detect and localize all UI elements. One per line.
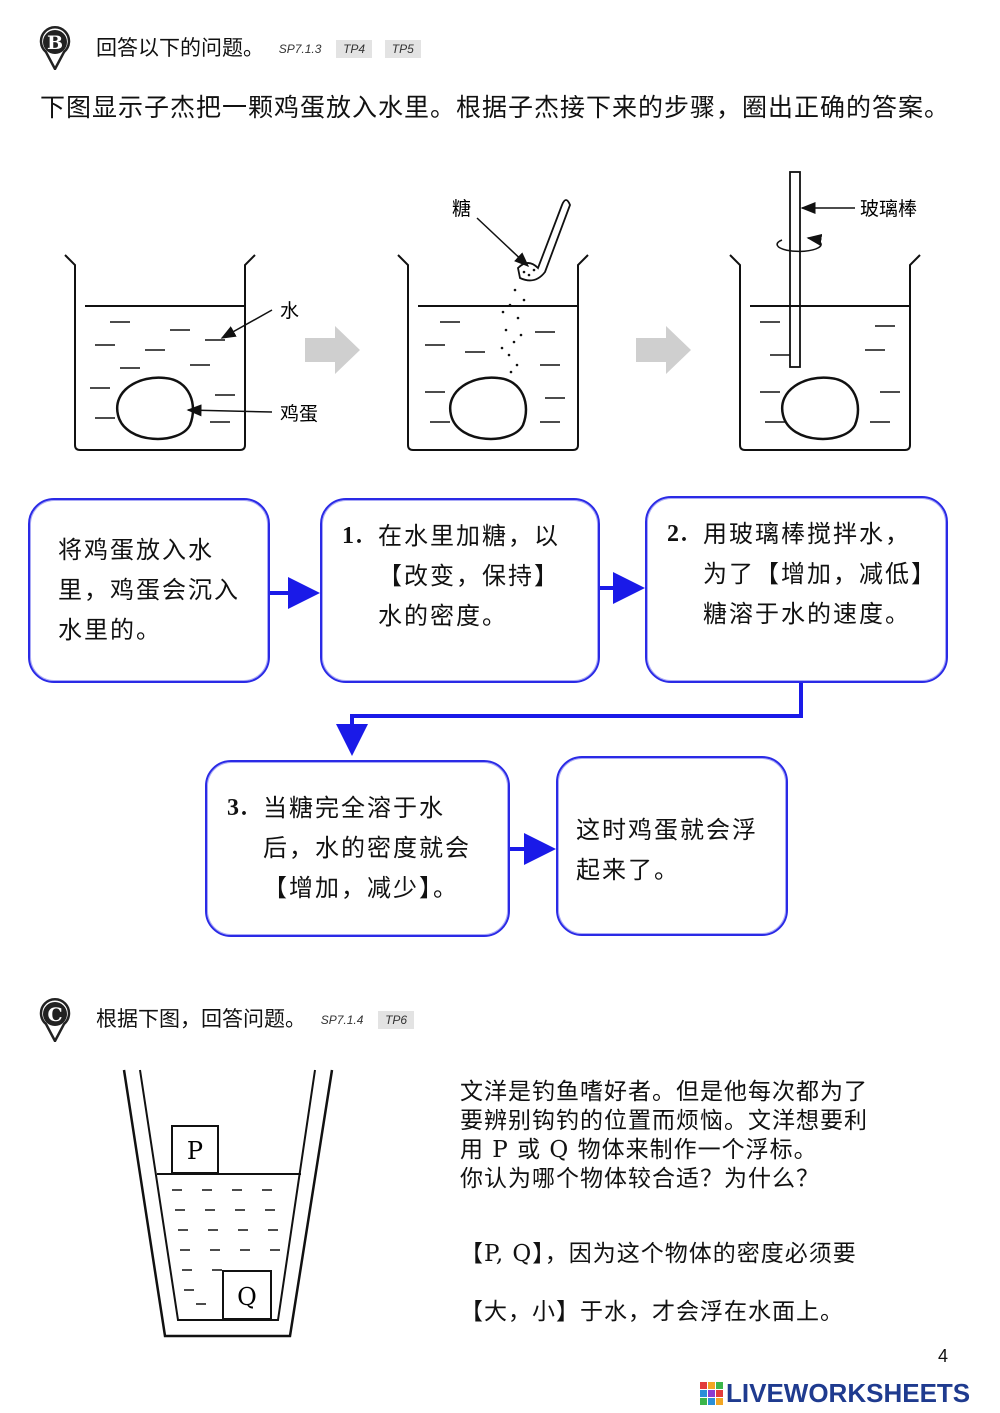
beaker-experiment-figure: 水 鸡蛋 糖: [64, 171, 921, 451]
gray-arrow-1: [305, 326, 360, 374]
page-number: 4: [937, 1346, 948, 1366]
tag-tp6: TP6: [378, 1011, 415, 1029]
sugar-grains: [500, 268, 536, 374]
gray-arrow-2: [636, 326, 691, 374]
section-b-title: 回答以下的问题。 SP7.1.3 TP4 TP5: [96, 32, 421, 62]
section-b-title-text: 回答以下的问题。: [96, 36, 264, 60]
question-line-2: 要辨别钩钓的位置而烦恼。文洋想要利: [460, 1108, 868, 1134]
tag-sp713: SP7.1.3: [278, 42, 322, 56]
tag-tp5: TP5: [384, 40, 421, 58]
container-figure: P Q: [122, 1069, 334, 1338]
tag-tp4: TP4: [336, 40, 373, 58]
section-b-pin-icon: B: [39, 26, 71, 70]
step2-number: 2.: [667, 521, 689, 547]
section-c-title: 根据下图，回答问题。 SP7.1.4 TP6: [96, 1003, 415, 1033]
liveworksheets-logo: LIVEWORKSHEETS: [700, 1378, 970, 1409]
flow-box-step3: 3. 当糖完全溶于水后，水的密度就会【增加，减少】。: [205, 760, 510, 937]
flow-box-step1: 1. 在水里加糖，以【改变，保持】水的密度。: [320, 498, 600, 683]
question-line-3: 用 P 或 Q 物体来制作一个浮标。: [460, 1137, 818, 1163]
step3-text: 当糖完全溶于水后，水的密度就会【增加，减少】。: [263, 794, 471, 902]
beaker-3: [729, 171, 921, 451]
liveworksheets-logo-icon: [700, 1382, 723, 1405]
object-q-label: Q: [237, 1283, 257, 1311]
section-b-letter: B: [47, 32, 63, 54]
object-q: [222, 1270, 272, 1320]
tag-sp714: SP7.1.4: [320, 1013, 364, 1027]
beaker-1: [64, 254, 256, 451]
question-line-1: 文洋是钓鱼嗜好者。但是他每次都为了: [460, 1079, 868, 1105]
arrow-step2-to-step3: [336, 683, 803, 756]
question-line-4: 你认为哪个物体较合适？为什么？: [460, 1166, 820, 1192]
answer-line-1: 【P, Q】，因为这个物体的密度必须要: [460, 1241, 857, 1267]
step1-number: 1.: [342, 523, 364, 549]
section-c-letter: C: [47, 1004, 62, 1026]
object-p: [171, 1125, 219, 1174]
section-b-intro: 下图显示子杰把一颗鸡蛋放入水里。根据子杰接下来的步骤，圈出正确的答案。: [40, 93, 951, 122]
section-c-title-text: 根据下图，回答问题。: [96, 1007, 306, 1031]
step1-text: 在水里加糖，以【改变，保持】水的密度。: [378, 522, 560, 630]
label-water: 水: [280, 300, 299, 322]
flow-box-end: 这时鸡蛋就会浮起来了。: [556, 756, 788, 936]
label-egg: 鸡蛋: [280, 403, 318, 425]
flow-box-start: 将鸡蛋放入水里，鸡蛋会沉入水里的。: [28, 498, 270, 683]
flow-box-step2: 2. 用玻璃棒搅拌水，为了【增加，减低】糖溶于水的速度。: [645, 496, 948, 683]
step3-number: 3.: [227, 795, 249, 821]
section-c-pin-icon: C: [39, 998, 71, 1042]
beaker-2: [397, 199, 589, 451]
answer-line-2: 【大，小】于水，才会浮在水面上。: [460, 1299, 844, 1325]
object-p-label: P: [187, 1137, 203, 1165]
step2-text: 用玻璃棒搅拌水，为了【增加，减低】糖溶于水的速度。: [703, 520, 925, 628]
label-sugar: 糖: [452, 198, 471, 220]
liveworksheets-logo-text: LIVEWORKSHEETS: [726, 1378, 971, 1408]
section-c-question: 文洋是钓鱼嗜好者。但是他每次都为了 要辨别钩钓的位置而烦恼。文洋想要利 用 P …: [460, 1078, 980, 1194]
label-glass-rod: 玻璃棒: [860, 198, 917, 220]
